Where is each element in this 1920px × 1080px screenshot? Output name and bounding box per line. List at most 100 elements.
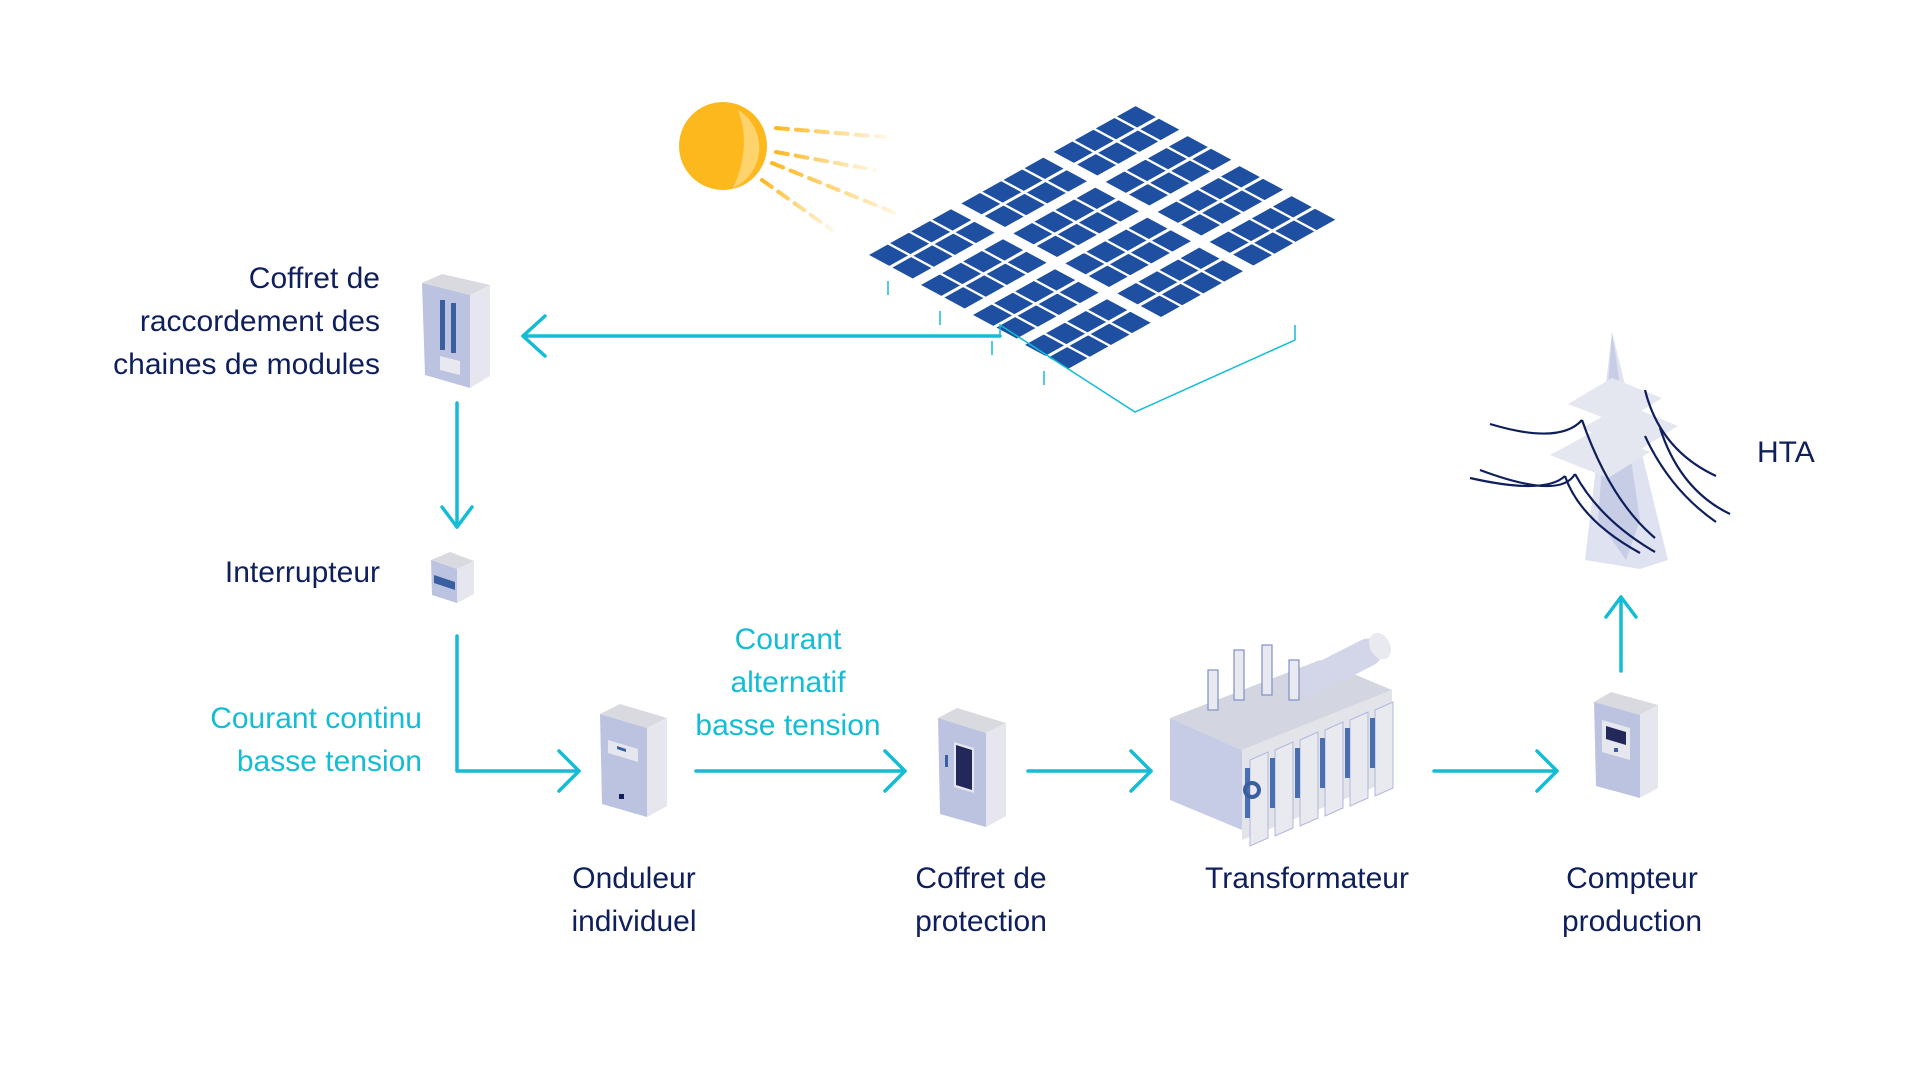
- solar-panel: [994, 316, 1038, 340]
- solar-panel: [959, 191, 1003, 216]
- meter-icon: [1594, 692, 1658, 798]
- solar-panel: [1075, 152, 1119, 177]
- solar-panel: [1067, 334, 1111, 358]
- arrow-protection-to-transformateur: [1026, 749, 1153, 793]
- solar-panel: [1114, 105, 1158, 129]
- label-line: basse tension: [695, 709, 881, 742]
- switch-box-icon: [431, 552, 474, 603]
- solar-panel: [1148, 171, 1192, 195]
- protection-box-icon: [938, 708, 1006, 827]
- courant-alternatif-label: Courant alternatif basse tension: [695, 618, 880, 747]
- solar-panel: [1201, 259, 1246, 283]
- solar-panel: [1138, 294, 1182, 319]
- solar-panel: [963, 274, 1007, 298]
- solar-panel: [1109, 310, 1153, 335]
- solar-panel: [1166, 135, 1210, 159]
- solar-panel: [1053, 198, 1097, 222]
- solar-panel: [984, 262, 1028, 287]
- interrupteur-label: Interrupteur: [224, 556, 380, 589]
- solar-panel: [1072, 128, 1116, 153]
- solar-panel: [1155, 200, 1199, 225]
- solar-panel: [1159, 282, 1203, 307]
- solar-panel: [1013, 279, 1057, 304]
- label-line: Coffret de: [915, 862, 1047, 895]
- solar-panel: [1126, 216, 1170, 241]
- solar-panel: [1127, 182, 1171, 207]
- solar-panel: [1124, 158, 1168, 183]
- solar-panel: [992, 291, 1036, 316]
- panel-cable: [999, 323, 1296, 413]
- solar-panel: [1273, 219, 1317, 244]
- solar-panel: [982, 238, 1026, 262]
- solar-panel: [1294, 207, 1338, 232]
- solar-panel: [1086, 264, 1130, 289]
- solar-panel: [1228, 218, 1272, 243]
- solar-panel: [1045, 169, 1090, 193]
- solar-panel: [1242, 177, 1286, 202]
- solar-panel: [1015, 304, 1059, 328]
- solar-panel: [930, 208, 974, 232]
- label-line: raccordement des: [139, 305, 380, 338]
- power-pylon-icon: [1469, 332, 1731, 569]
- label-line: individuel: [571, 905, 697, 938]
- solar-panel: [1157, 258, 1201, 282]
- solar-panel: [1024, 180, 1068, 205]
- solar-panel: [980, 180, 1024, 204]
- solar-panel: [1055, 222, 1099, 247]
- solar-panel: [1249, 206, 1293, 231]
- sun-icon: [679, 102, 902, 232]
- transformer-icon: [1170, 632, 1394, 847]
- label-line: chaines de modules: [113, 348, 380, 381]
- label-line: Compteur: [1566, 862, 1698, 895]
- solar-panel: [1074, 186, 1118, 211]
- solar-panel: [1088, 322, 1132, 347]
- coffret-protection-label: Coffret de protection: [915, 857, 1047, 943]
- solar-panel: [918, 273, 963, 298]
- solar-panel: [1097, 199, 1142, 223]
- solar-panel: [911, 244, 955, 268]
- solar-panel: [1086, 298, 1130, 322]
- label-line: alternatif: [730, 666, 846, 699]
- solar-panel: [1145, 146, 1189, 171]
- flow-arrows: [440, 314, 1638, 793]
- solar-panel: [1169, 159, 1213, 184]
- solar-panel: [940, 261, 984, 286]
- label-line: Coffret de: [248, 262, 380, 295]
- solar-panel: [1200, 201, 1244, 225]
- arrow-compteur-to-hta: [1604, 595, 1638, 673]
- solar-panel: [1105, 228, 1149, 252]
- junction-box-icon: [422, 274, 490, 388]
- solar-panel: [1022, 333, 1067, 358]
- solar-panel: [1197, 176, 1241, 201]
- arrow-panels-to-coffret: [521, 314, 1002, 358]
- label-line: Onduleur: [572, 862, 696, 895]
- solar-panel: [1005, 250, 1049, 275]
- solar-panel: [1076, 210, 1120, 235]
- solar-panel: [1051, 140, 1095, 165]
- solar-panel: [1036, 292, 1080, 317]
- solar-panel: [888, 231, 932, 256]
- solar-panel: [1136, 270, 1180, 294]
- solar-panel: [942, 286, 986, 310]
- solar-panel: [1218, 165, 1262, 189]
- label-line: Courant: [734, 623, 842, 656]
- solar-panel: [1096, 141, 1140, 165]
- solar-panel: [1001, 168, 1045, 192]
- solar-panel: [1117, 129, 1161, 154]
- solar-panel: [1178, 246, 1222, 271]
- solar-panel: [1180, 270, 1224, 295]
- onduleur-label: Onduleur individuel: [571, 857, 696, 943]
- solar-panel: [1128, 240, 1172, 265]
- solar-panel: [1179, 212, 1223, 237]
- solar-panel: [1270, 195, 1314, 219]
- solar-panel: [909, 219, 953, 244]
- solar-panel: [1011, 221, 1055, 246]
- solar-panel: [1115, 281, 1159, 306]
- solar-panel: [961, 249, 1005, 274]
- solar-panel: [1063, 251, 1107, 276]
- solar-panel: [982, 204, 1026, 229]
- transformateur-label: Transformateur: [1205, 862, 1409, 895]
- solar-panel: [1138, 117, 1182, 142]
- solar-panel: [1190, 147, 1234, 172]
